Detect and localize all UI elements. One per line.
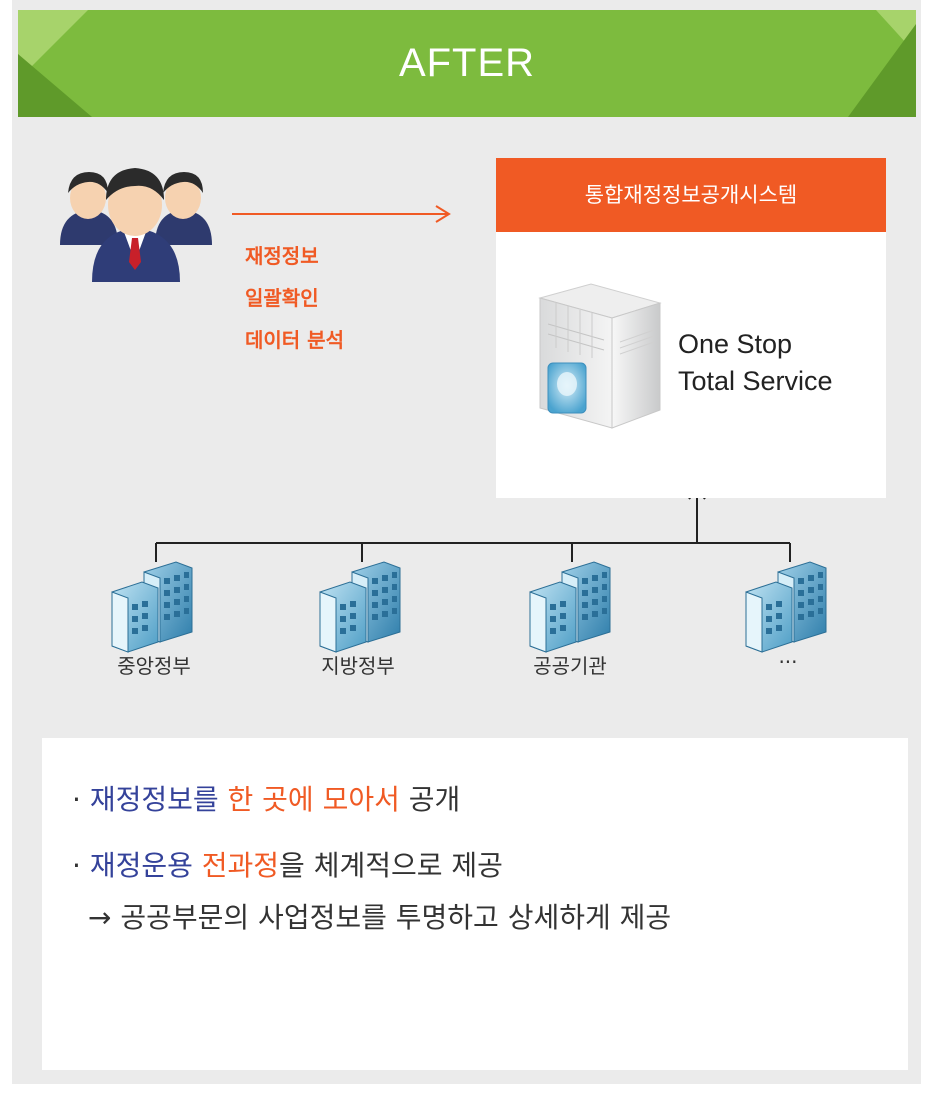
summary-line-1-c: 공개 <box>399 783 461 816</box>
org-label-local: 지방정부 <box>321 654 395 678</box>
banner-title: AFTER <box>398 41 536 85</box>
building-icon <box>529 561 611 653</box>
summary-line-2-c: 을 체계적으로 제공 <box>279 849 503 882</box>
summary-line-1-highlight: 한 곳에 모아서 <box>227 783 400 816</box>
building-icon <box>111 561 193 653</box>
building-icon <box>745 561 827 653</box>
system-title: 통합재정정보공개시스템 <box>496 158 886 232</box>
bullet: · <box>72 783 90 816</box>
summary-line-2-highlight: 전과정 <box>201 849 280 882</box>
after-banner: AFTER <box>18 10 916 117</box>
summary-line-1: · 재정정보를 한 곳에 모아서 공개 <box>72 778 460 818</box>
summary-box: · 재정정보를 한 곳에 모아서 공개 · 재정운용 전과정을 체계적으로 제공… <box>42 738 908 1070</box>
user-actions-label: 재정정보 일괄확인 데이터 분석 <box>245 235 344 361</box>
summary-line-3: → 공공부문의 사업정보를 투명하고 상세하게 제공 <box>88 901 672 934</box>
bullet: · <box>72 849 90 882</box>
summary-line-2-a: 재정운용 <box>89 849 202 882</box>
user-action-2: 일괄확인 <box>245 286 319 310</box>
banner-decoration <box>18 10 916 117</box>
building-icon <box>319 561 401 653</box>
service-line-1: One Stop <box>678 329 793 359</box>
service-line-2: Total Service <box>678 366 833 396</box>
users-group-icon <box>60 168 212 282</box>
summary-line-1-a: 재정정보를 <box>89 783 228 816</box>
user-action-1: 재정정보 <box>245 244 319 268</box>
service-text: One Stop Total Service <box>678 326 878 400</box>
system-box: 통합재정정보공개시스템 <box>496 158 886 498</box>
org-label-more: ··· <box>778 650 798 674</box>
connector-lines <box>155 542 791 562</box>
user-action-3: 데이터 분석 <box>245 328 344 352</box>
summary-line-2: · 재정운용 전과정을 체계적으로 제공 <box>72 844 503 884</box>
server-icon <box>538 283 662 429</box>
arrow-right-icon <box>232 205 451 223</box>
org-label-central: 중앙정부 <box>117 654 191 678</box>
org-label-public: 공공기관 <box>533 654 607 678</box>
